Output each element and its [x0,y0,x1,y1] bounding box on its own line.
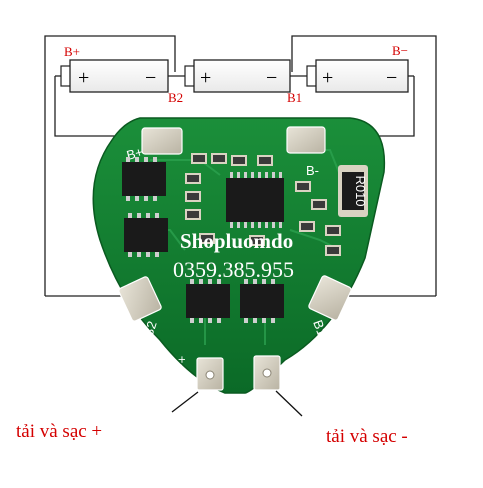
battery-2-minus-sign: − [266,67,277,89]
mosfet-ic-1 [122,157,166,201]
battery-3-plus-sign: + [322,67,333,89]
watermark: Shopluomdo 0359.385.955 [173,229,294,282]
battery-3-minus-sign: − [386,67,397,89]
battery-1-minus-sign: − [145,67,156,89]
caption-load-charge-minus: tải và sạc - [326,426,408,447]
battery-3: + − [306,59,409,93]
caption-load-charge-plus: tải và sạc + [16,421,102,442]
battery-1: + − [60,59,169,93]
controller-ic [226,172,284,228]
watermark-shop-name: Shopluomdo [180,229,293,253]
silk-b1: B1 [310,318,330,338]
smd-components [185,153,341,256]
pcb-board: B+ B- B2 B1 P+ P- [92,117,386,394]
battery-2-plus-sign: + [200,67,211,89]
mosfet-ic-2 [124,213,168,257]
watermark-phone: 0359.385.955 [173,257,294,282]
label-b1: B1 [287,90,302,105]
mosfet-ic-3 [186,279,230,323]
battery-2: + − [184,59,291,93]
label-b-minus: B− [392,43,408,58]
wiring [44,35,437,297]
silk-b-minus: B- [306,163,319,178]
resistor-marking: R010 [353,175,368,206]
silk-b2: B2 [141,319,160,339]
label-b-plus: B+ [64,44,80,59]
label-b2: B2 [168,90,183,105]
mosfet-ic-4 [240,279,284,323]
caption-pointers [171,390,303,417]
sense-resistor: R010 [338,165,368,217]
silk-p-minus: P- [285,362,300,375]
silk-p-plus: P+ [174,356,189,372]
battery-1-plus-sign: + [78,67,89,89]
